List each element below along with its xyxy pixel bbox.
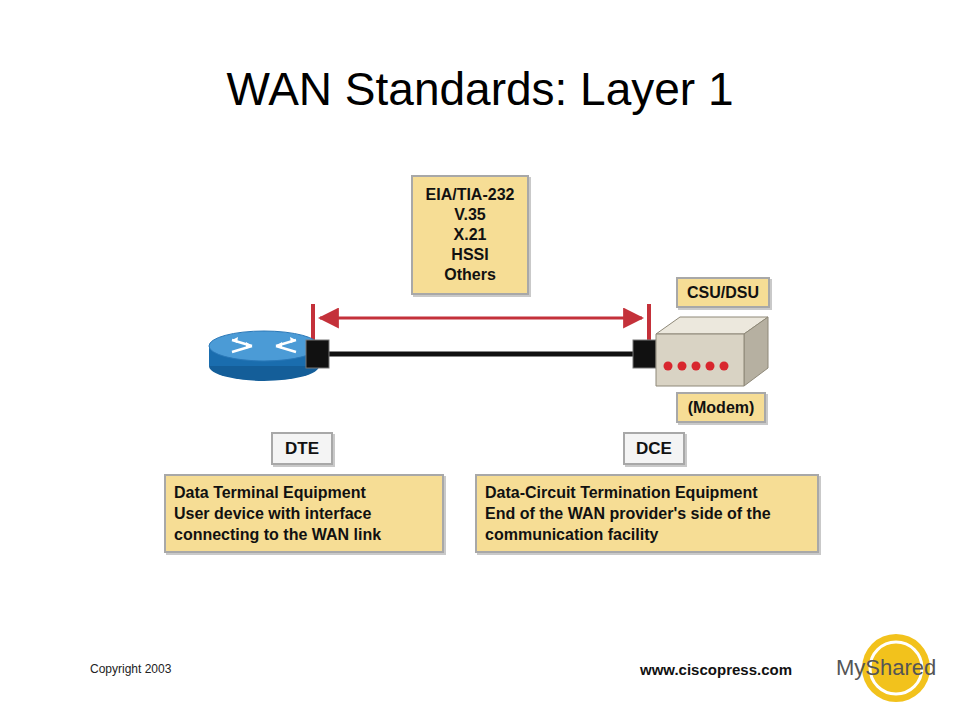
definition-box: Data Terminal EquipmentUser device with … [164,474,444,553]
copyright-note: Copyright 2003 [90,662,171,676]
device-label: (Modem) [676,392,766,423]
status-leds [664,362,729,371]
serial-port [633,340,656,368]
standard-span-arrow [320,317,642,320]
publisher-url: www.ciscopress.com [640,661,792,678]
slide-title: WAN Standards: Layer 1 [0,62,960,116]
box-text: (Modem) [684,397,758,418]
standards-box: EIA/TIA-232V.35X.21HSSIOthers [411,175,529,295]
definition-box: Data-Circuit Termination EquipmentEnd of… [475,474,819,553]
box-text: EIA/TIA-232 [419,185,521,205]
box-text: CSU/DSU [684,282,762,303]
box-text: User device with interface connecting to… [174,503,434,545]
box-text: X.21 [419,225,521,245]
box-text: Others [419,265,521,285]
box-text: Data Terminal Equipment [174,482,434,503]
device-label: CSU/DSU [676,277,770,308]
interface-tick [311,304,315,340]
role-label: DTE [271,432,333,465]
watermark: MyShared [836,655,936,681]
box-text: DTE [279,437,325,460]
router-icon [209,331,319,381]
serial-port [306,340,329,368]
box-text: HSSI [419,245,521,265]
box-text: Data-Circuit Termination Equipment [485,482,809,503]
box-text: End of the WAN provider's side of the co… [485,503,809,545]
box-text: V.35 [419,205,521,225]
role-label: DCE [623,432,685,465]
serial-cable [328,352,636,357]
interface-tick [647,304,651,340]
csu-dsu-device [656,317,768,386]
box-text: DCE [631,437,677,460]
